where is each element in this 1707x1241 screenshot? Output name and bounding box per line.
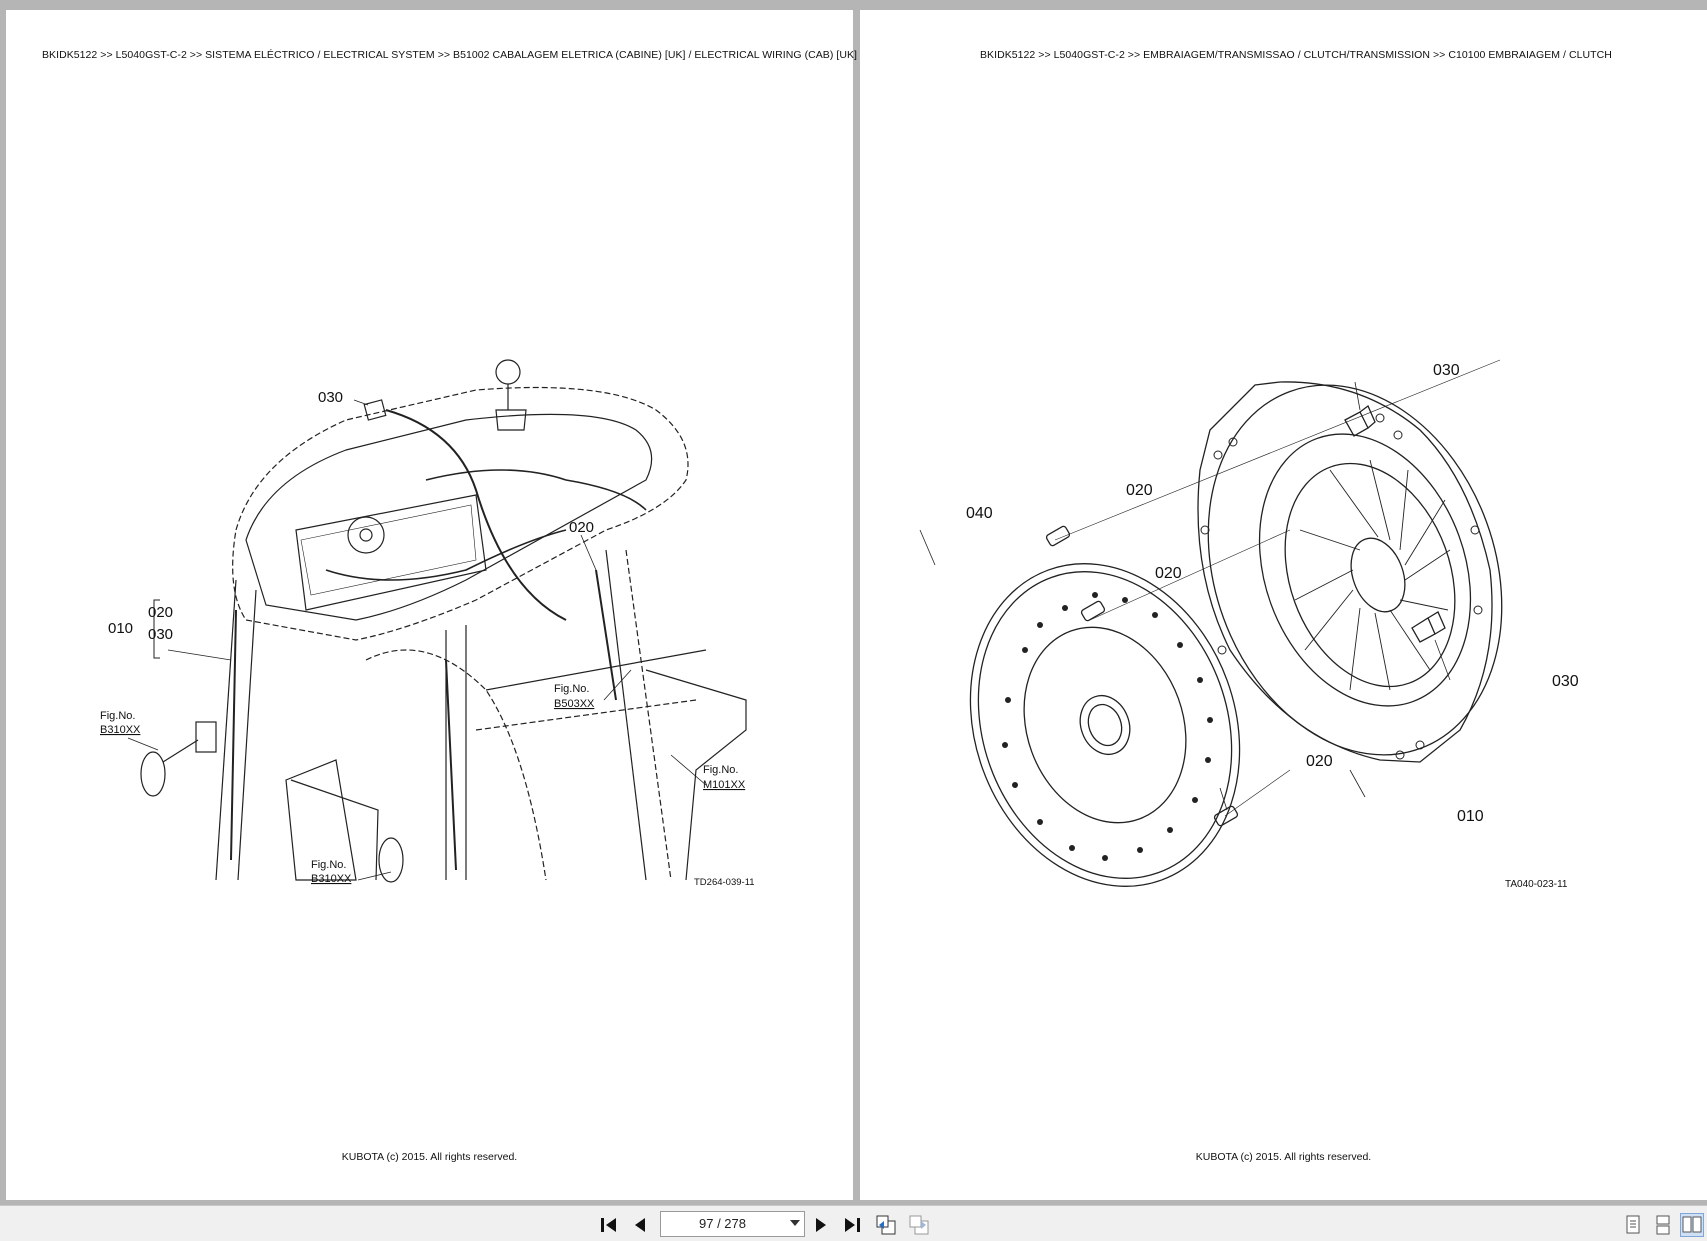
continuous-view-icon[interactable] xyxy=(1651,1213,1675,1237)
next-page-icon[interactable] xyxy=(809,1213,833,1237)
previous-page-icon[interactable] xyxy=(628,1213,652,1237)
breadcrumb: BKIDK5122 >> L5040GST-C-2 >> EMBRAIAGEM/… xyxy=(980,49,1612,61)
callout-020: 020 xyxy=(569,519,594,536)
callout-030-right: 030 xyxy=(1552,673,1579,690)
electrical-wiring-diagram: 030 020 010 020 030 Fig.No. B310XX Fig.N… xyxy=(100,359,755,888)
fig-ref-m101[interactable]: M101XX xyxy=(703,779,746,791)
fig-ref-b310-top[interactable]: B310XX xyxy=(100,724,141,736)
copyright: KUBOTA (c) 2015. All rights reserved. xyxy=(1195,1151,1372,1163)
copyright: KUBOTA (c) 2015. All rights reserved. xyxy=(341,1151,518,1163)
drawing-code: TD264-039-11 xyxy=(694,877,755,888)
fig-label: Fig.No. xyxy=(554,683,589,695)
callout-030: 030 xyxy=(318,389,343,406)
chevron-down-icon[interactable] xyxy=(790,1220,800,1226)
drawing-code: TA040-023-11 xyxy=(1505,879,1568,890)
left-page: BKIDK5122 >> L5040GST-C-2 >> SISTEMA ELÉ… xyxy=(6,10,857,1200)
fig-ref-b310-bottom[interactable]: B310XX xyxy=(311,873,352,885)
callout-020-b: 020 xyxy=(1155,565,1182,582)
go-forward-icon[interactable] xyxy=(907,1213,931,1237)
callout-020-a: 020 xyxy=(1126,482,1153,499)
two-page-view-icon[interactable] xyxy=(1680,1213,1704,1237)
callout-010: 010 xyxy=(108,620,133,637)
breadcrumb: BKIDK5122 >> L5040GST-C-2 >> SISTEMA ELÉ… xyxy=(42,49,857,61)
clutch-diagram: 030 020 040 020 030 020 010 TA040-023-11 xyxy=(919,359,1579,890)
right-page: BKIDK5122 >> L5040GST-C-2 >> EMBRAIAGEM/… xyxy=(860,10,1707,1200)
navigation-toolbar: 97 / 278 xyxy=(0,1205,1707,1241)
callout-040: 040 xyxy=(966,505,993,522)
fig-label: Fig.No. xyxy=(311,859,346,871)
first-page-icon[interactable] xyxy=(597,1213,621,1237)
callout-030-group: 030 xyxy=(148,626,173,643)
last-page-icon[interactable] xyxy=(840,1213,864,1237)
fig-label: Fig.No. xyxy=(100,710,135,722)
single-page-view-icon[interactable] xyxy=(1621,1213,1645,1237)
callout-020-group: 020 xyxy=(148,604,173,621)
page-number-select[interactable]: 97 / 278 xyxy=(660,1211,805,1237)
fig-label: Fig.No. xyxy=(703,764,738,776)
callout-020-c: 020 xyxy=(1306,753,1333,770)
callout-010: 010 xyxy=(1457,808,1484,825)
callout-030-top: 030 xyxy=(1433,362,1460,379)
fig-ref-b503[interactable]: B503XX xyxy=(554,698,595,710)
go-back-icon[interactable] xyxy=(874,1213,898,1237)
page-indicator: 97 / 278 xyxy=(699,1216,746,1231)
